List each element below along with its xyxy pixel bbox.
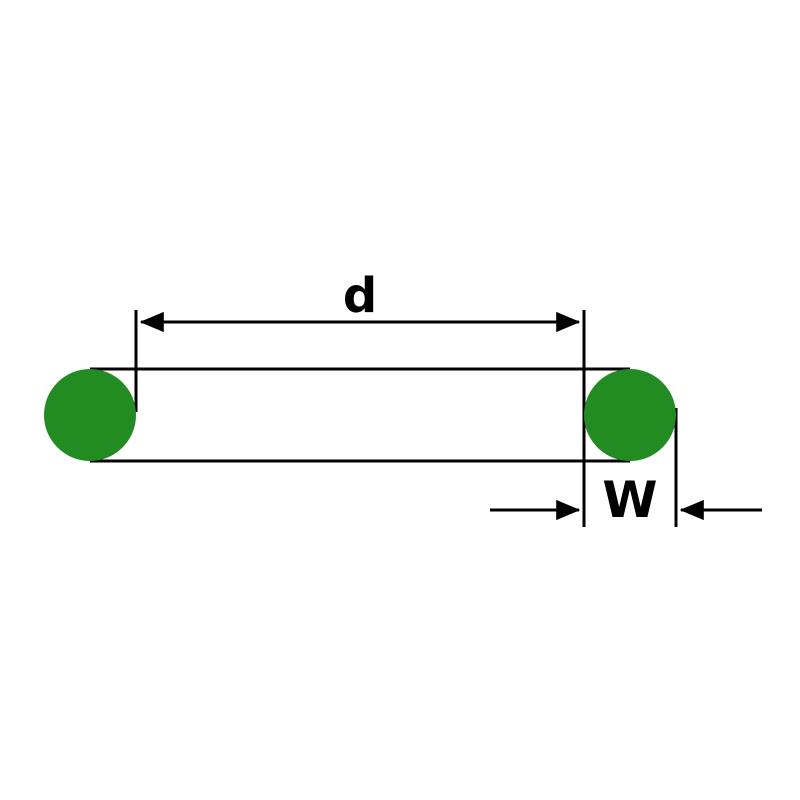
inner-diameter-label: d (343, 268, 377, 324)
width-label: W (602, 471, 657, 529)
line-work (90, 310, 762, 527)
oring-right-cross-section (584, 369, 676, 461)
oring-left-cross-section (44, 369, 136, 461)
